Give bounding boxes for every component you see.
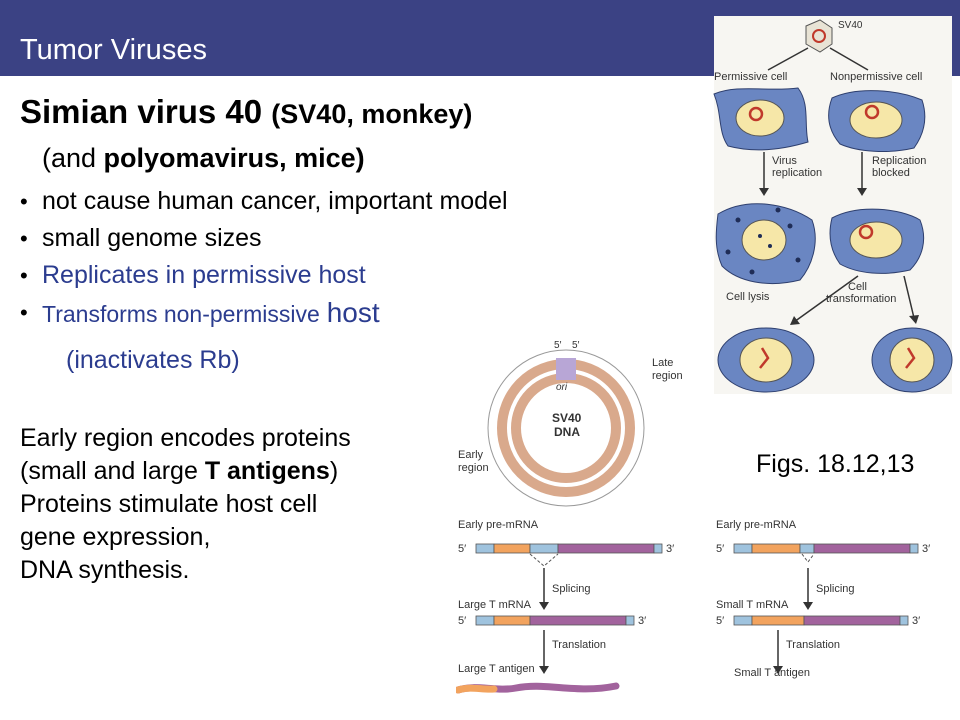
svg-text:5′: 5′ bbox=[572, 340, 580, 351]
svg-text:ori: ori bbox=[556, 382, 568, 393]
bullet-item: Transforms non-permissive host bbox=[20, 294, 660, 333]
svg-text:Cell lysis: Cell lysis bbox=[726, 291, 770, 303]
nonpermissive-label: Nonpermissive cell bbox=[830, 71, 922, 83]
bullet-list: not cause human cancer, important model … bbox=[20, 183, 660, 333]
svg-text:3′: 3′ bbox=[666, 543, 674, 555]
svg-text:Splicing: Splicing bbox=[552, 583, 591, 595]
indent-note: (inactivates Rb) bbox=[66, 346, 240, 374]
svg-text:5′: 5′ bbox=[716, 615, 724, 627]
body-line: Early region encodes proteins bbox=[20, 424, 351, 452]
sv40-genome-figure: 5′ 5′ ori SV40 DNA Late region Early reg… bbox=[458, 340, 683, 507]
svg-text:Translation: Translation bbox=[552, 639, 606, 651]
svg-text:Large T antigen: Large T antigen bbox=[458, 663, 535, 675]
title-paren: (SV40, monkey) bbox=[271, 99, 473, 129]
virus-label: SV40 bbox=[838, 20, 863, 31]
small-t-splicing-figure: Early pre-mRNA 5′ 3′ Splicing Small T mR… bbox=[716, 519, 930, 679]
body-text: Early region encodes proteins (small and… bbox=[20, 422, 351, 587]
virus-icon bbox=[805, 19, 833, 53]
svg-text:transformation: transformation bbox=[826, 293, 896, 305]
svg-text:3′: 3′ bbox=[638, 615, 646, 627]
svg-text:Large T mRNA: Large T mRNA bbox=[458, 599, 532, 611]
svg-text:Early: Early bbox=[458, 449, 484, 461]
svg-text:Early pre-mRNA: Early pre-mRNA bbox=[716, 519, 797, 531]
svg-text:blocked: blocked bbox=[872, 167, 910, 179]
svg-text:replication: replication bbox=[772, 167, 822, 179]
svg-text:Early pre-mRNA: Early pre-mRNA bbox=[458, 519, 539, 531]
subtitle-open: (and bbox=[42, 143, 104, 173]
svg-text:region: region bbox=[458, 462, 489, 474]
body-line: (small and large T antigens) bbox=[20, 457, 339, 485]
header-title: Tumor Viruses bbox=[20, 34, 207, 66]
svg-text:Cell: Cell bbox=[848, 281, 867, 293]
bullet-item: not cause human cancer, important model bbox=[20, 183, 660, 220]
svg-text:3′: 3′ bbox=[922, 543, 930, 555]
svg-text:SV40: SV40 bbox=[552, 411, 582, 425]
body-line: gene expression, bbox=[20, 523, 211, 551]
svg-text:5′: 5′ bbox=[716, 543, 724, 555]
body-line: Proteins stimulate host cell bbox=[20, 490, 318, 518]
svg-text:region: region bbox=[652, 370, 683, 382]
cell-fate-figure: SV40 Permissive cell Nonpermissive cell … bbox=[713, 16, 953, 394]
svg-text:Virus: Virus bbox=[772, 155, 797, 167]
svg-text:3′: 3′ bbox=[912, 615, 920, 627]
ori-region bbox=[556, 358, 576, 380]
svg-text:Replication: Replication bbox=[872, 155, 926, 167]
title-main: Simian virus 40 bbox=[20, 93, 263, 130]
permissive-label: Permissive cell bbox=[714, 71, 787, 83]
body-line: DNA synthesis. bbox=[20, 556, 190, 584]
svg-text:Translation: Translation bbox=[786, 639, 840, 651]
slide-subtitle: (and polyomavirus, mice) bbox=[42, 140, 365, 176]
svg-text:Small T mRNA: Small T mRNA bbox=[716, 599, 789, 611]
bullet-item: small genome sizes bbox=[20, 220, 660, 257]
subtitle-bold: polyomavirus, mice) bbox=[103, 143, 365, 173]
figure-caption: Figs. 18.12,13 bbox=[756, 450, 915, 478]
svg-text:5′: 5′ bbox=[554, 340, 562, 351]
svg-text:Late: Late bbox=[652, 357, 673, 369]
svg-text:Splicing: Splicing bbox=[816, 583, 855, 595]
svg-text:DNA: DNA bbox=[554, 425, 580, 439]
large-t-splicing-figure: Early pre-mRNA 5′ 3′ Splicing Large T mR… bbox=[456, 519, 674, 694]
svg-text:5′: 5′ bbox=[458, 615, 466, 627]
slide-title: Simian virus 40 (SV40, monkey) bbox=[20, 92, 472, 134]
svg-text:5′: 5′ bbox=[458, 543, 466, 555]
svg-text:Small T antigen: Small T antigen bbox=[734, 667, 810, 679]
bullet-item: Replicates in permissive host bbox=[20, 257, 660, 294]
